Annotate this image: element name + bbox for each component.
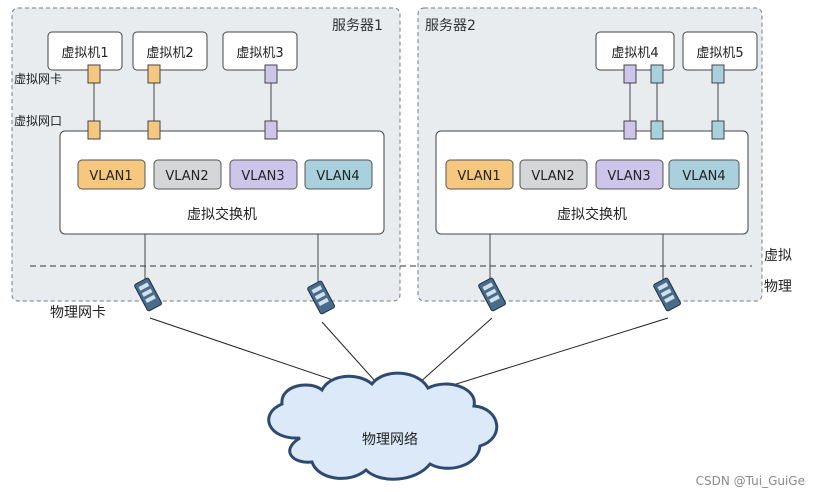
server2-switch-label: 虚拟交换机: [557, 206, 627, 223]
physical-label: 物理: [764, 279, 792, 295]
vm-box: 虚拟机3: [222, 31, 298, 71]
pnic-icon: [134, 277, 163, 312]
svg-text:虚拟机1: 虚拟机1: [61, 46, 108, 61]
vlan-box: VLAN4: [668, 159, 740, 190]
virtual-label: 虚拟: [764, 248, 792, 264]
svg-text:VLAN3: VLAN3: [241, 169, 284, 184]
svg-text:虚拟机4: 虚拟机4: [611, 46, 658, 61]
svg-text:VLAN1: VLAN1: [89, 169, 132, 184]
vswitch-ports: [87, 120, 725, 140]
vm-box: 虚拟机1: [47, 31, 123, 71]
pnic-label: 物理网卡: [50, 305, 106, 321]
vport-label: 虚拟网口: [14, 114, 62, 128]
server1-switch-label: 虚拟交换机: [187, 206, 257, 223]
watermark: CSDN @Tui_GuiGe: [696, 474, 805, 488]
svg-text:虚拟机3: 虚拟机3: [236, 46, 283, 61]
vm-box: 虚拟机5: [682, 31, 758, 71]
server2-switch: [435, 130, 749, 235]
vlan-box: VLAN2: [153, 159, 222, 190]
svg-text:VLAN2: VLAN2: [165, 169, 208, 184]
svg-text:VLAN4: VLAN4: [682, 169, 725, 184]
vlan-box: VLAN2: [519, 159, 588, 190]
svg-text:VLAN2: VLAN2: [531, 169, 574, 184]
vlan-box: VLAN3: [229, 159, 298, 190]
uplinks: [144, 234, 664, 285]
vlan-box: VLAN1: [445, 159, 514, 190]
vm-box: 虚拟机2: [132, 31, 208, 71]
vlan-box: VLAN4: [304, 159, 373, 190]
server1-label: 服务器1: [332, 18, 383, 34]
vnic-label: 虚拟网卡: [14, 72, 62, 86]
svg-text:虚拟机2: 虚拟机2: [146, 46, 193, 61]
svg-text:VLAN1: VLAN1: [457, 169, 500, 184]
vnic-ports: [87, 64, 725, 84]
vlan-box: VLAN1: [77, 159, 146, 190]
physical-network-label: 物理网络: [362, 432, 418, 448]
svg-text:VLAN4: VLAN4: [316, 169, 359, 184]
pnic-icon: [478, 277, 507, 312]
vm-box: 虚拟机4: [595, 31, 675, 71]
pnic-icon: [307, 280, 336, 315]
server1-switch: [59, 130, 385, 235]
pnic-icon: [653, 277, 682, 312]
cloud-icon: [267, 371, 499, 481]
svg-text:虚拟机5: 虚拟机5: [696, 46, 743, 61]
vlan-box: VLAN3: [595, 159, 664, 190]
svg-text:VLAN3: VLAN3: [607, 169, 650, 184]
server2-label: 服务器2: [425, 18, 476, 34]
